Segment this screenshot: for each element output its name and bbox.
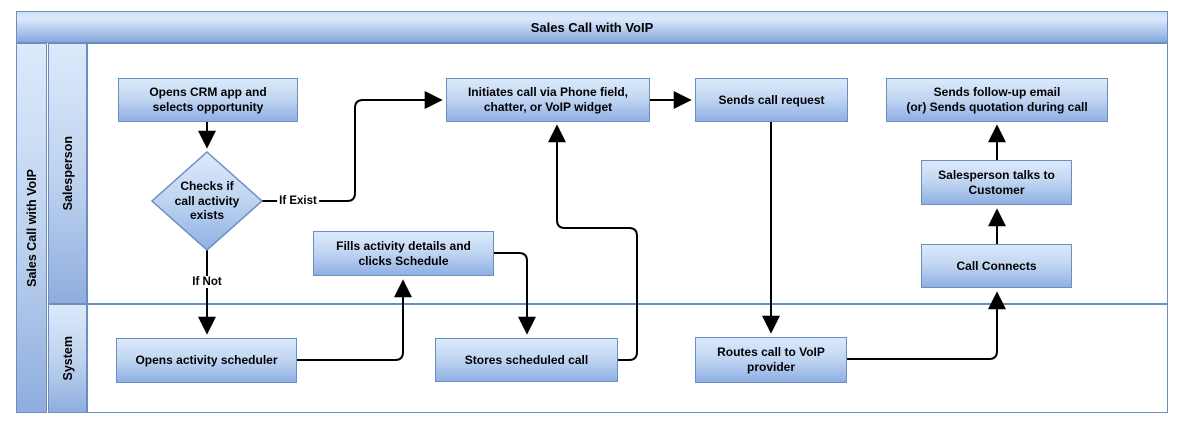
node-initiates-call-text: Initiates call via Phone field, chatter,… <box>467 85 629 114</box>
pool-title-text: Sales Call with VoIP <box>530 19 654 35</box>
node-stores-call[interactable]: Stores scheduled call <box>435 338 618 382</box>
node-checks-activity-text: Checks if call activity exists <box>174 179 240 223</box>
edge-label-if-exist: If Exist <box>277 195 319 207</box>
pool-label-strip[interactable]: Sales Call with VoIP <box>16 43 47 413</box>
node-call-connects[interactable]: Call Connects <box>921 244 1072 288</box>
lane-label-salesperson: Salesperson <box>60 136 75 211</box>
node-initiates-call[interactable]: Initiates call via Phone field, chatter,… <box>446 78 650 122</box>
node-fills-activity[interactable]: Fills activity details and clicks Schedu… <box>313 231 494 276</box>
edge-label-if-not: If Not <box>190 276 224 288</box>
pool-label-text: Sales Call with VoIP <box>24 169 39 287</box>
node-opens-scheduler[interactable]: Opens activity scheduler <box>116 338 297 383</box>
node-salesperson-talks[interactable]: Salesperson talks to Customer <box>921 160 1072 205</box>
pool-title-bar[interactable]: Sales Call with VoIP <box>16 11 1168 43</box>
node-stores-call-text: Stores scheduled call <box>464 352 589 367</box>
node-call-connects-text: Call Connects <box>956 258 1037 273</box>
node-sends-followup-text: Sends follow-up email (or) Sends quotati… <box>906 85 1088 114</box>
node-checks-activity-decision[interactable]: Checks if call activity exists <box>151 151 263 251</box>
node-opens-scheduler-text: Opens activity scheduler <box>135 353 278 367</box>
lane-strip-salesperson[interactable]: Salesperson <box>48 43 87 304</box>
node-sends-call-request[interactable]: Sends call request <box>695 78 848 122</box>
node-opens-crm[interactable]: Opens CRM app and selects opportunity <box>118 78 298 122</box>
node-routes-call[interactable]: Routes call to VoIP provider <box>695 337 847 383</box>
node-opens-crm-text: Opens CRM app and selects opportunity <box>149 85 267 114</box>
node-sends-call-request-text: Sends call request <box>718 92 825 107</box>
node-sends-followup[interactable]: Sends follow-up email (or) Sends quotati… <box>886 78 1108 122</box>
lane-strip-system[interactable]: System <box>48 304 87 413</box>
node-salesperson-talks-text: Salesperson talks to Customer <box>938 167 1055 197</box>
lane-label-system: System <box>60 336 75 381</box>
node-routes-call-text: Routes call to VoIP provider <box>717 345 825 374</box>
node-fills-activity-text: Fills activity details and clicks Schedu… <box>336 238 471 268</box>
